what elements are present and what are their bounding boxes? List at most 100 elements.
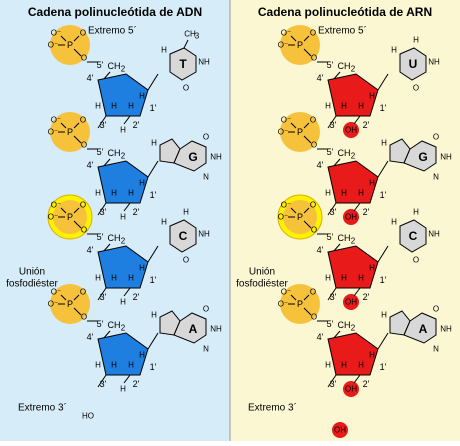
- prime-1-label: 1': [380, 362, 387, 372]
- base-hydrogen: H: [161, 218, 167, 227]
- rna-2-oh-circle: [343, 209, 359, 225]
- prime-4-label: 4': [87, 73, 94, 83]
- sugar-hydrogen: H: [111, 102, 117, 111]
- sugar-hydrogen: H: [128, 102, 134, 111]
- sugar-hydrogen: H: [95, 274, 101, 283]
- oxygen-minus-atom: O⁻: [278, 300, 288, 309]
- sugar-hydrogen: H: [358, 189, 364, 198]
- methyl-subscript: 3: [195, 32, 200, 41]
- bond-line: [303, 220, 312, 229]
- bond-line: [123, 202, 131, 212]
- base-nh: NH: [428, 58, 440, 67]
- prime-5-label: 5': [97, 147, 104, 157]
- base-nitrogen: N: [203, 173, 209, 182]
- bond-line: [60, 122, 67, 129]
- prime-2-label: 2': [133, 207, 140, 217]
- prime-3-label: 3': [330, 379, 337, 389]
- ch2-subscript: 2: [351, 152, 356, 161]
- sugar-hydrogen: H: [341, 361, 347, 370]
- sugar-hydrogen: H: [325, 274, 331, 283]
- prime-3-label: 3': [100, 120, 107, 130]
- pyrimidine-ring: [399, 47, 427, 81]
- prime-4-label: 4': [317, 245, 324, 255]
- sugar-hydrogen: H: [369, 351, 375, 360]
- bridging-oxygen-atom: O: [81, 313, 87, 322]
- phosphorus-atom: P: [297, 299, 303, 309]
- prime-4-label: 4': [87, 245, 94, 255]
- phosphorus-atom: P: [67, 299, 73, 309]
- ribose-sugar: [97, 332, 149, 376]
- base-oxygen: O: [413, 256, 419, 265]
- bridging-oxygen-atom: O: [81, 141, 87, 150]
- bond-line: [303, 207, 310, 214]
- five-prime-end-label: Extremo 5´: [318, 25, 367, 37]
- phosphorus-atom: P: [297, 212, 303, 222]
- base-hydrogen: H: [183, 208, 189, 217]
- bond-line: [73, 307, 82, 316]
- prime-1-label: 1': [150, 362, 157, 372]
- imidazole-ring: [159, 138, 181, 164]
- bond-line: [377, 332, 389, 350]
- prime-5-label: 5': [327, 60, 334, 70]
- prime-3-label: 3': [330, 120, 337, 130]
- ch2-subscript: 2: [351, 237, 356, 246]
- prime-3-label: 3': [330, 292, 337, 302]
- prime-5-label: 5': [97, 60, 104, 70]
- bridging-oxygen-atom: O: [81, 54, 87, 63]
- base-oxygen: O: [183, 84, 189, 93]
- bond-line: [73, 35, 80, 42]
- pyrimidine-ring: [173, 312, 207, 344]
- panel-title: Cadena polinucleótida de ADN: [28, 5, 202, 19]
- rna-2-oh-label: OH: [345, 213, 357, 222]
- base-nitrogen: N: [203, 345, 209, 354]
- bond-line: [147, 332, 159, 350]
- sugar-hydrogen: H: [95, 102, 101, 111]
- dna-2-hydrogen: H: [120, 298, 126, 307]
- sugar-hydrogen: H: [341, 274, 347, 283]
- bridging-oxygen-atom: O: [81, 226, 87, 235]
- oxygen-atom: O: [80, 288, 86, 297]
- base-oxygen: O: [413, 84, 419, 93]
- bond-line: [353, 287, 361, 297]
- ch2-group: CH: [108, 61, 121, 71]
- sugar-hydrogen: H: [139, 92, 145, 101]
- prime-4-label: 4': [317, 332, 324, 342]
- base-hydrogen: H: [151, 139, 157, 148]
- ch2-group: CH: [338, 233, 351, 243]
- five-prime-end-label: Extremo 5´: [88, 25, 137, 37]
- prime-5-label: 5': [327, 147, 334, 157]
- bond-line: [303, 122, 310, 129]
- oxygen-minus-atom: O⁻: [278, 41, 288, 50]
- base-oxygen: O: [203, 305, 209, 314]
- rna-2-oh-label: OH: [345, 385, 357, 394]
- oxygen-atom: O: [310, 116, 316, 125]
- base-nh: NH: [428, 230, 440, 239]
- prime-3-label: 3': [100, 379, 107, 389]
- bond-line: [123, 374, 131, 384]
- base-nh: NH: [198, 230, 210, 239]
- prime-2-label: 2': [363, 207, 370, 217]
- phosphorus-atom: P: [67, 127, 73, 137]
- prime-1-label: 1': [150, 275, 157, 285]
- bond-line: [377, 160, 389, 178]
- sugar-hydrogen: H: [325, 189, 331, 198]
- ribose-sugar: [327, 73, 379, 117]
- methyl-group: CH: [184, 30, 196, 39]
- bond-line: [327, 287, 337, 301]
- ribose-sugar: [97, 160, 149, 204]
- sugar-hydrogen: H: [139, 351, 145, 360]
- oxygen-minus-atom: O⁻: [281, 201, 291, 210]
- prime-5-label: 5': [327, 232, 334, 242]
- oxygen-minus-atom: O⁻: [281, 29, 291, 38]
- bond-line: [303, 48, 312, 57]
- bond-line: [97, 115, 107, 129]
- bond-line: [303, 294, 310, 301]
- oxygen-atom: O: [80, 201, 86, 210]
- oxygen-atom: O: [310, 201, 316, 210]
- three-prime-end-label: Extremo 3´: [18, 402, 67, 414]
- base-nitrogen: N: [433, 173, 439, 182]
